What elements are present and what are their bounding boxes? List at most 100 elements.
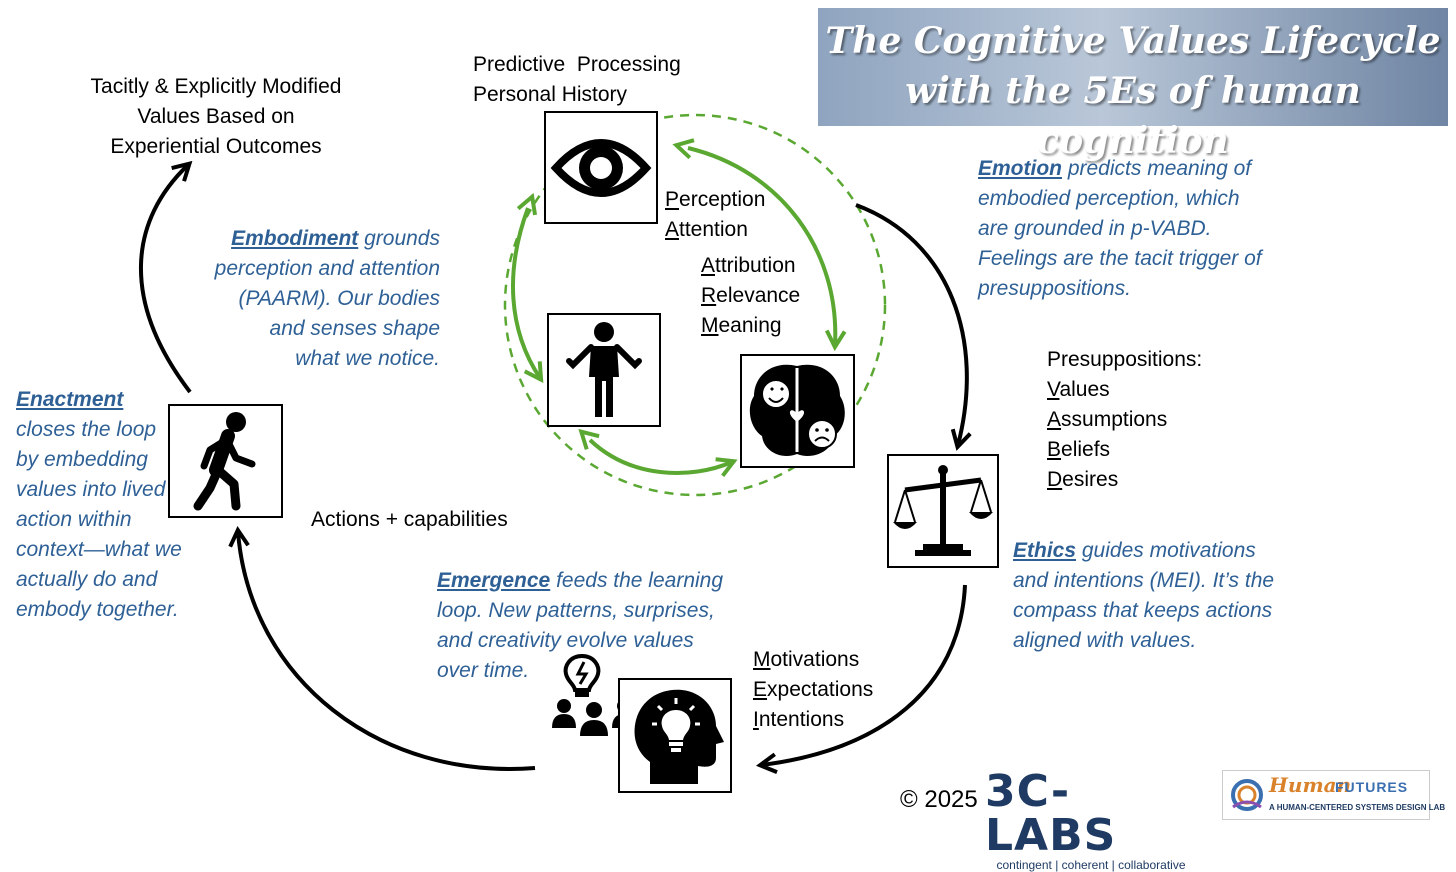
enactment-line-6: context—what we (16, 538, 182, 561)
attribution-item: Attribution (701, 251, 800, 281)
enactment-line-8: embody together. (16, 598, 179, 621)
body-icon-box (547, 313, 661, 427)
ethics-text: Ethics guides motivations and intentions… (1013, 536, 1274, 656)
motivations-item: Motivations (753, 645, 873, 675)
green-arrow-perception-brain (688, 148, 835, 345)
relevance-initial: R (701, 284, 717, 307)
copyright-label: © 2025 (900, 786, 978, 813)
enactment-line-7: actually do and (16, 568, 158, 591)
beliefs-initial: B (1047, 438, 1062, 461)
predictive-line-1: Predictive Processing (473, 53, 681, 76)
tacit-line-3: Experiential Outcomes (110, 135, 322, 158)
emotion-line-2: embodied perception, which (978, 187, 1240, 210)
arrow-ethics-to-emergence (762, 584, 967, 765)
enactment-line-5: action within (16, 508, 132, 531)
assumptions-initial: A (1047, 408, 1062, 431)
intentions-item: Intentions (753, 705, 873, 735)
emergence-icon-box (618, 678, 732, 793)
cycle-arrows (138, 113, 1456, 830)
emotion-term: Emotion (978, 157, 1062, 180)
enactment-line-2: closes the loop (16, 418, 157, 441)
perception-rest: erception (679, 188, 766, 211)
emotion-line-3: are grounded in p-VABD. (978, 217, 1212, 240)
logo-3c-subtitle: contingent | coherent | collaborative (996, 858, 1186, 872)
eye-icon-box (544, 111, 658, 224)
expectations-initial: E (753, 678, 768, 701)
relevance-rest: elevance (716, 284, 801, 307)
attribution-rest: ttribution (715, 254, 796, 277)
emergence-line-2: loop. New patterns, surprises, (437, 599, 715, 622)
head-lightbulb-icon (634, 689, 724, 784)
intentions-rest: ntentions (758, 708, 845, 731)
expectations-item: Expectations (753, 675, 873, 705)
meaning-initial: M (701, 314, 719, 337)
hf-futures-text: FUTURES (1335, 779, 1409, 795)
enactment-line-4: values into lived (16, 478, 166, 501)
values-initial: V (1047, 378, 1060, 401)
arrow-emergence-to-enactment (238, 532, 536, 771)
person-shrug-icon (566, 322, 642, 417)
logo-3c-labs: 3C-LABS contingent | coherent | collabor… (985, 770, 1197, 872)
ethics-line-3: compass that keeps actions (1013, 599, 1273, 622)
meaning-item: Meaning (701, 311, 800, 341)
emotion-line-5: presuppositions. (978, 277, 1131, 300)
ethics-line-1: guides motivations (1076, 539, 1256, 562)
embodiment-term: Embodiment (231, 227, 359, 250)
arrow-emotion-to-ethics (855, 203, 967, 445)
dashed-inner-circle (503, 113, 887, 497)
assumptions-item: Assumptions (1047, 405, 1202, 435)
predictive-line-2: Personal History (473, 83, 628, 106)
mei-list: Motivations Expectations Intentions (753, 645, 873, 735)
presuppositions-heading: Presuppositions: (1047, 348, 1203, 371)
emotion-text: Emotion predicts meaning of embodied per… (978, 154, 1262, 304)
desires-rest: esires (1062, 468, 1119, 491)
perception-attention-list: Perception Attention (665, 185, 765, 245)
enactment-term: Enactment (16, 388, 124, 411)
tacit-values-label: Tacitly & Explicitly Modified Values Bas… (70, 72, 362, 162)
eye-icon (550, 139, 652, 197)
arrow-enactment-to-values (138, 165, 190, 394)
ethics-line-2: and intentions (MEI). It’s the (1013, 569, 1275, 592)
brain-emotion-icon (749, 364, 845, 456)
embodiment-text: Embodiment grounds perception and attent… (200, 224, 440, 374)
brain-icon-box (740, 354, 855, 468)
motivations-rest: otivations (770, 648, 860, 671)
intentions-initial: I (753, 708, 759, 731)
desires-item: Desires (1047, 465, 1202, 495)
green-arrow-body-brain (590, 440, 732, 473)
enactment-icon-box (168, 404, 283, 518)
emergence-line-3: and creativity evolve values (437, 629, 694, 652)
attribution-initial: A (701, 254, 716, 277)
ethics-line-4: aligned with values. (1013, 629, 1197, 652)
perception-initial: P (665, 188, 680, 211)
beliefs-item: Beliefs (1047, 435, 1202, 465)
actions-capabilities-label: Actions + capabilities (311, 508, 508, 531)
assumptions-rest: ssumptions (1061, 408, 1168, 431)
hf-human-text: Human (1269, 773, 1352, 797)
walking-person-icon (193, 412, 256, 511)
attention-item: Attention (665, 215, 765, 245)
predictive-processing-label: Predictive Processing Personal History (473, 50, 681, 110)
embodiment-line-1: grounds (358, 227, 440, 250)
title-banner: The Cognitive Values Lifecycle with the … (818, 8, 1448, 162)
embodiment-line-3: (PAARM). Our bodies (238, 287, 441, 310)
embodiment-line-2: perception and attention (214, 257, 440, 280)
motivations-initial: M (753, 648, 771, 671)
tacit-line-2: Values Based on (137, 105, 295, 128)
desires-initial: D (1047, 468, 1063, 491)
embodiment-line-5: what we notice. (295, 347, 440, 370)
green-arrow-eye-body (510, 208, 540, 378)
attention-initial: A (665, 218, 680, 241)
emotion-line-1: predicts meaning of (1062, 157, 1252, 180)
attention-rest: ttention (679, 218, 748, 241)
relevance-item: Relevance (701, 281, 800, 311)
attribution-list: Attribution Relevance Meaning (701, 251, 800, 341)
values-item: Values (1047, 375, 1202, 405)
presuppositions-list: Presuppositions: Values Assumptions Beli… (1047, 345, 1202, 495)
scales-icon-box (887, 454, 999, 568)
emergence-text: Emergence feeds the learning loop. New p… (437, 566, 723, 686)
values-rest: alues (1059, 378, 1110, 401)
embodiment-line-4: and senses shape (269, 317, 440, 340)
title-line-1: The Cognitive Values Lifecycle (825, 20, 1441, 62)
emotion-line-4: Feelings are the tacit trigger of (978, 247, 1262, 270)
